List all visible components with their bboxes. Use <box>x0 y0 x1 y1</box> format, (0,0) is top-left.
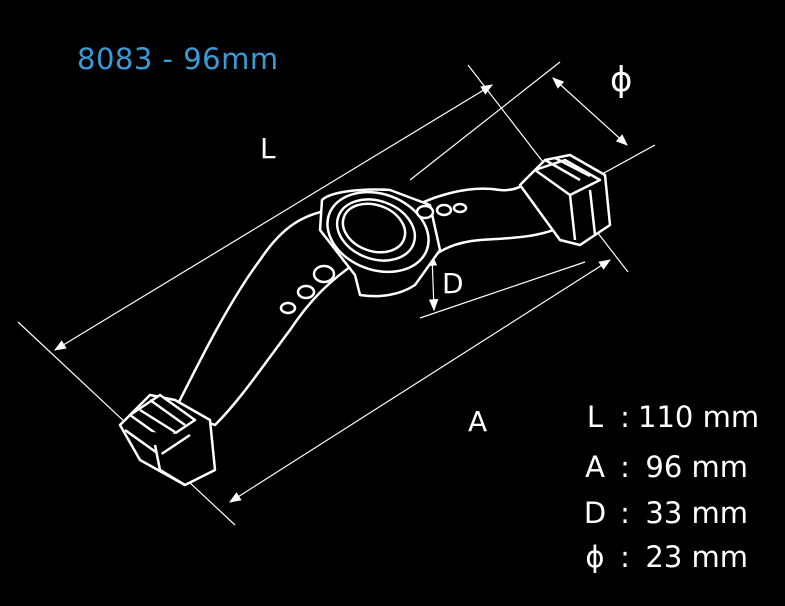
spec-row-a: A:96 mm <box>578 450 748 484</box>
d-dimension-arrow <box>427 253 439 312</box>
spec-row-d: D:33 mm <box>578 496 748 530</box>
knob-top <box>341 202 407 254</box>
spec-value: 110 mm <box>638 400 760 434</box>
diameter-dimension-arrow <box>552 77 628 146</box>
spec-row-l: L:110 mm <box>578 400 760 434</box>
spec-key: A <box>585 450 605 484</box>
spec-value: 33 mm <box>645 496 748 530</box>
spec-value: 23 mm <box>645 540 748 574</box>
spec-key: D <box>583 496 607 530</box>
a-label: A <box>468 405 488 438</box>
a-dimension-arrow <box>228 259 612 503</box>
d-extension <box>419 261 586 319</box>
dimension-lines <box>17 61 656 526</box>
spec-value: 96 mm <box>645 450 748 484</box>
diameter-extension-1 <box>409 61 561 181</box>
spec-separator: : <box>620 540 630 574</box>
diameter-label: ϕ <box>610 60 633 100</box>
spec-key: ϕ <box>585 540 605 574</box>
d-label: D <box>442 267 464 300</box>
l-label: L <box>260 132 276 165</box>
product-title: 8083 - 96mm <box>77 42 279 76</box>
right-end-cap <box>518 153 612 247</box>
spec-separator: : <box>620 400 630 434</box>
spec-separator: : <box>620 496 630 530</box>
handle-outline <box>118 153 612 487</box>
l-dimension-arrow <box>53 84 494 351</box>
spec-separator: : <box>620 450 630 484</box>
spec-row-diameter: ϕ:23 mm <box>578 540 748 574</box>
arm-holes <box>279 202 468 315</box>
spec-key: L <box>586 400 604 434</box>
left-end-cap <box>118 393 217 487</box>
